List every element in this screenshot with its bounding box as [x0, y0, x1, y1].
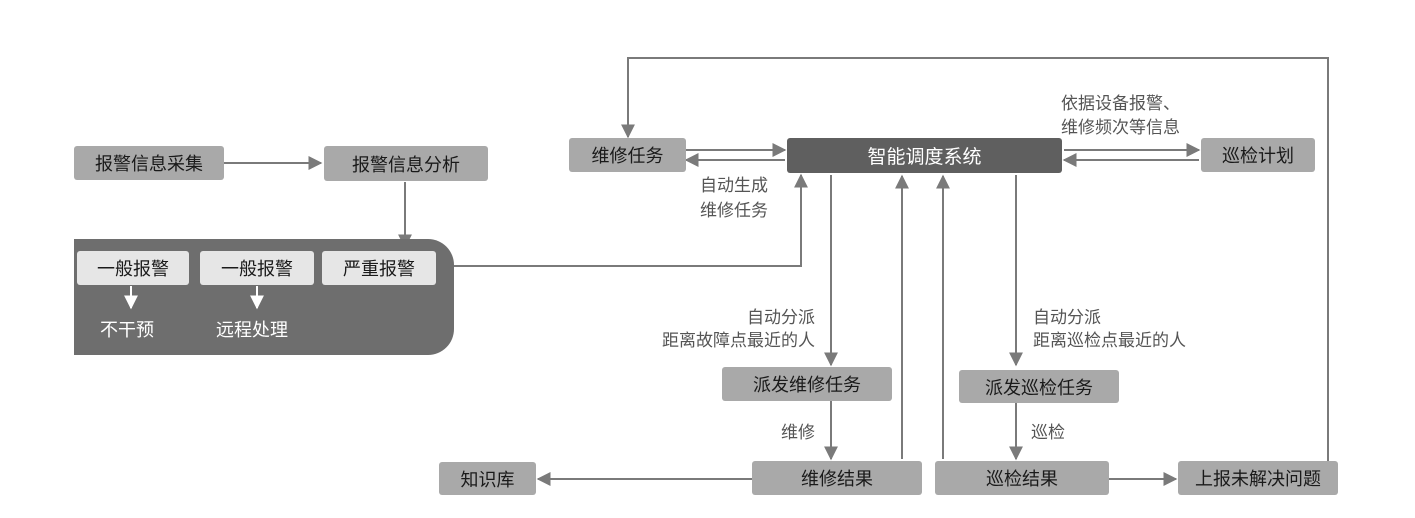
alarm-analysis-node: 报警信息分析: [324, 146, 488, 181]
report-unsolved-node: 上报未解决问题: [1178, 461, 1338, 495]
inspection-step-label: 巡检: [1031, 423, 1065, 443]
repair-assign-label-line-1: 自动分派: [747, 308, 815, 328]
knowledge-base-node: 知识库: [439, 462, 536, 495]
general-alarm-node-2: 一般报警: [200, 251, 314, 285]
dispatch-system-node: 智能调度系统: [787, 138, 1062, 173]
inspection-assign-label-line-1: 自动分派: [1033, 308, 1101, 328]
repair-result-node: 维修结果: [752, 461, 922, 495]
plan-basis-label-line-1: 依据设备报警、: [1061, 94, 1180, 114]
inspection-assign-label-line-2: 距离巡检点最近的人: [1033, 331, 1186, 351]
alarm-collect-node: 报警信息采集: [74, 146, 224, 180]
plan-basis-label-line-2: 维修频次等信息: [1061, 118, 1180, 138]
repair-assign-label-line-2: 距离故障点最近的人: [662, 331, 815, 351]
repair-task-node: 维修任务: [569, 138, 686, 172]
remote-handling-label: 远程处理: [216, 320, 288, 341]
arrow-severe-to-dispatch: [452, 173, 808, 267]
dispatch-inspection-node: 派发巡检任务: [959, 370, 1119, 403]
repair-step-label: 维修: [781, 423, 815, 443]
general-alarm-node-1: 一般报警: [77, 251, 189, 285]
inspection-result-node: 巡检结果: [935, 461, 1109, 495]
severe-alarm-node: 严重报警: [322, 251, 436, 285]
auto-generate-label-line-2: 维修任务: [700, 201, 768, 221]
inspection-plan-node: 巡检计划: [1201, 138, 1315, 172]
auto-generate-label-line-1: 自动生成: [700, 176, 768, 196]
arrow-report-loop-to-repair-task: [621, 57, 1329, 462]
no-intervention-label: 不干预: [100, 320, 154, 341]
dispatch-repair-node: 派发维修任务: [722, 367, 892, 401]
